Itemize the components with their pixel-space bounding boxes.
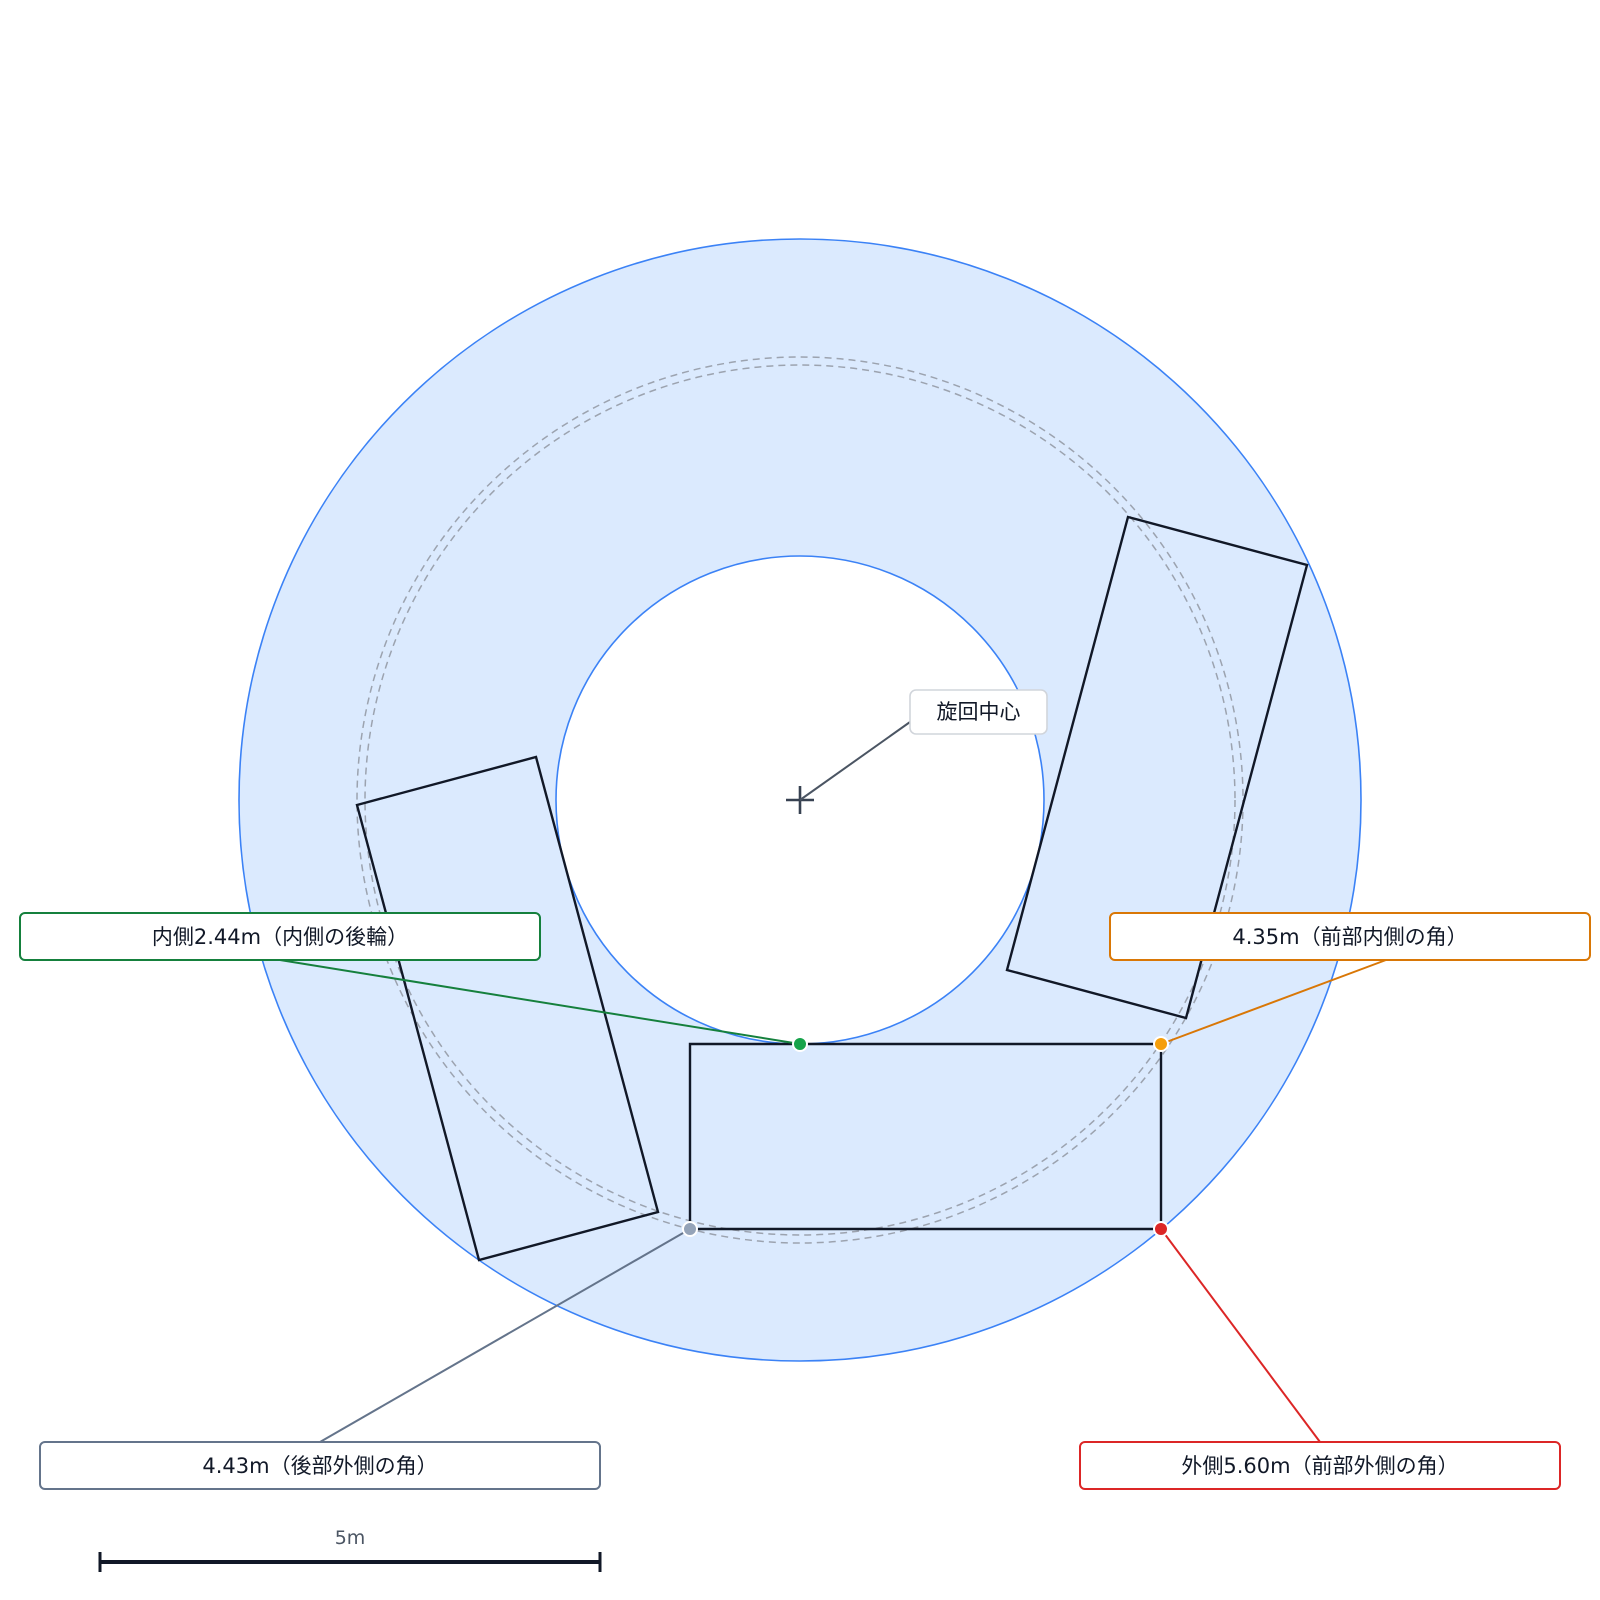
rear-outer-corner-label: 4.43m（後部外側の角） xyxy=(202,1454,437,1478)
rear-outer-corner-leader xyxy=(319,1228,691,1443)
front-inner-corner-label: 4.35m（前部内側の角） xyxy=(1232,925,1467,949)
front-outer-corner-point xyxy=(1153,1221,1169,1237)
vehicle-position-right xyxy=(1005,515,1309,1020)
front-inner-corner-callout: 4.35m（前部内側の角） xyxy=(1109,912,1591,961)
outer-sweep-circle xyxy=(238,238,1362,1362)
center-leader-line xyxy=(799,721,911,801)
inner-rear-wheel-leader xyxy=(279,959,801,1045)
inner-rear-wheel-point xyxy=(792,1036,808,1052)
scale-bar-label: 5m xyxy=(335,1527,366,1549)
scale-bar: 5m xyxy=(98,1527,602,1572)
inner-rear-wheel-callout: 内側2.44m（内側の後輪） xyxy=(19,912,541,961)
swept-area xyxy=(239,239,1361,1361)
front-outer-corner-label: 外側5.60m（前部外側の角） xyxy=(1181,1454,1458,1478)
rear-outer-corner-point xyxy=(682,1221,698,1237)
vehicle-position-left xyxy=(355,755,660,1262)
inner-rear-wheel-label: 内側2.44m（内側の後輪） xyxy=(152,925,408,949)
front-inner-radius-circle xyxy=(364,364,1236,1236)
front-outer-corner-callout: 外側5.60m（前部外側の角） xyxy=(1079,1441,1561,1490)
front-inner-corner-leader xyxy=(1160,959,1387,1045)
front-inner-corner-point xyxy=(1153,1036,1169,1052)
rear-outer-corner-callout: 4.43m（後部外側の角） xyxy=(39,1441,601,1490)
center-label-box: 旋回中心 xyxy=(909,689,1048,735)
center-label: 旋回中心 xyxy=(937,700,1021,724)
front-outer-corner-leader xyxy=(1160,1228,1321,1443)
